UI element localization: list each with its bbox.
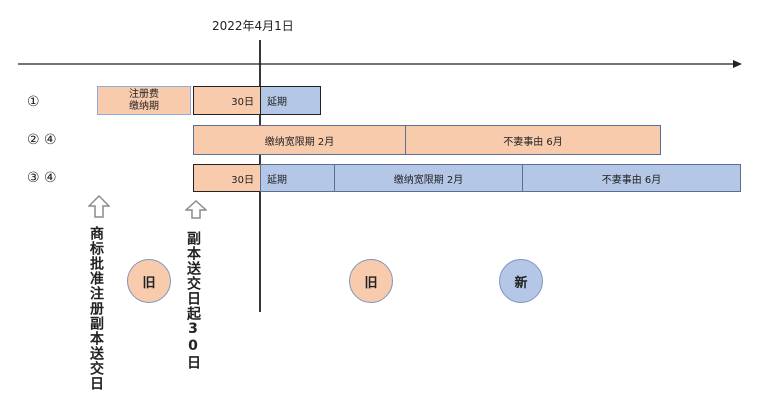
row3-unforeseen-label: 不妻事由 6月 xyxy=(601,174,662,186)
row-label-1: ① xyxy=(27,94,40,110)
row3-30days-box: 30日 xyxy=(193,164,261,192)
row1-extension-box: 延期 xyxy=(260,86,321,115)
row3-grace-label: 缴纳宽限期 2月 xyxy=(393,174,464,186)
row-label-2: ② ④ xyxy=(27,132,57,148)
row3-extension-box: 延期 xyxy=(260,164,335,192)
old-circle-left-label: 旧 xyxy=(142,275,156,291)
vertical-label-right: 副本送交日起30日 xyxy=(185,231,201,370)
row3-unforeseen-box: 不妻事由 6月 xyxy=(522,164,741,192)
new-circle-label: 新 xyxy=(514,275,528,291)
fee-box-line2: 缴纳期 xyxy=(129,100,159,112)
old-circle-right: 旧 xyxy=(349,259,393,303)
up-arrow-icon-left xyxy=(88,195,110,218)
fee-payment-period-box: 注册费 缴纳期 xyxy=(97,86,191,115)
row3-extension-label: 延期 xyxy=(267,174,287,186)
row3-30days-label: 30日 xyxy=(231,174,254,186)
date-label: 2022年4月1日 xyxy=(212,19,294,33)
row-label-3: ③ ④ xyxy=(27,170,57,186)
new-circle: 新 xyxy=(499,259,543,303)
row2-grace-box: 缴纳宽限期 2月 xyxy=(193,125,406,155)
row2-unforeseen-label: 不妻事由 6月 xyxy=(503,136,563,148)
fee-box-line1: 注册费 xyxy=(129,88,159,100)
up-arrow-icon-right xyxy=(185,200,207,219)
row2-grace-label: 缴纳宽限期 2月 xyxy=(264,136,335,148)
row1-30days-label: 30日 xyxy=(231,97,254,108)
row2-unforeseen-box: 不妻事由 6月 xyxy=(405,125,661,155)
old-circle-left: 旧 xyxy=(127,259,171,303)
vertical-label-left: 商标批准注册副本送交日 xyxy=(88,226,104,391)
row1-extension-label: 延期 xyxy=(267,97,287,108)
row1-30days-box: 30日 xyxy=(193,86,261,115)
row3-grace-box: 缴纳宽限期 2月 xyxy=(334,164,523,192)
old-circle-right-label: 旧 xyxy=(364,275,378,291)
